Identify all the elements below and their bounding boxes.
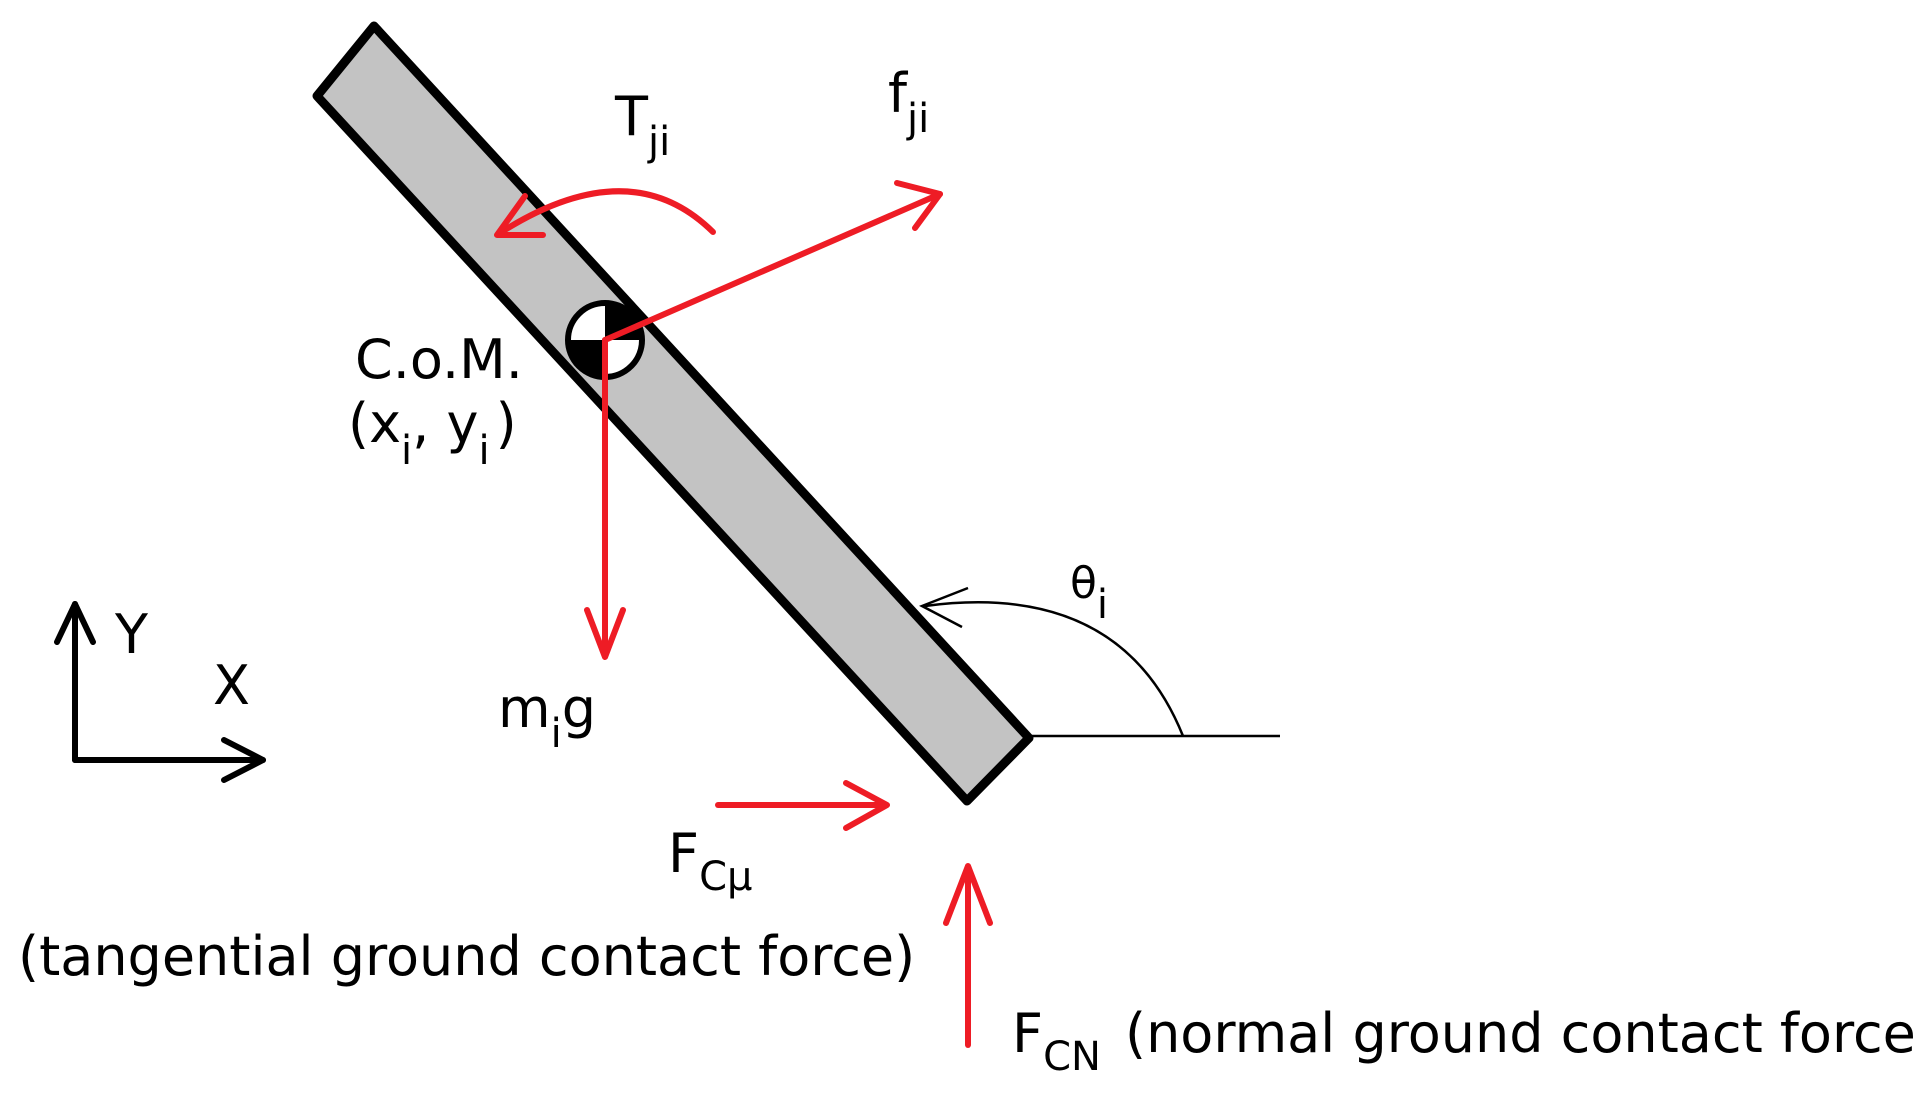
torque-arrow [494,188,716,238]
angle-arc-arrowhead [918,586,969,629]
rod [312,21,1034,806]
gravity-label: mig [498,677,596,757]
tangential-force-label: FCμ [668,822,752,900]
com-title: C.o.M. [355,328,523,391]
coordinate-axes [54,601,266,783]
tangential-force-description: (tangential ground contact force) [18,925,915,988]
axis-y-label: Y [114,603,149,666]
force-fji-arrow [602,180,943,343]
gravity-arrow [584,337,626,660]
normal-force-description: (normal ground contact force) [1125,1002,1918,1065]
angle-arc [924,601,1185,737]
axis-x-label: X [213,654,250,717]
force-fji-label: fji [888,62,929,142]
torque-label: Tji [614,85,670,165]
normal-force-arrow [943,863,993,1048]
theta-label: θi [1070,558,1108,628]
normal-force-label: FCN [1012,1002,1101,1080]
com-coordinates: (xi, yi) [348,392,517,474]
tangential-force-arrow [715,780,890,831]
